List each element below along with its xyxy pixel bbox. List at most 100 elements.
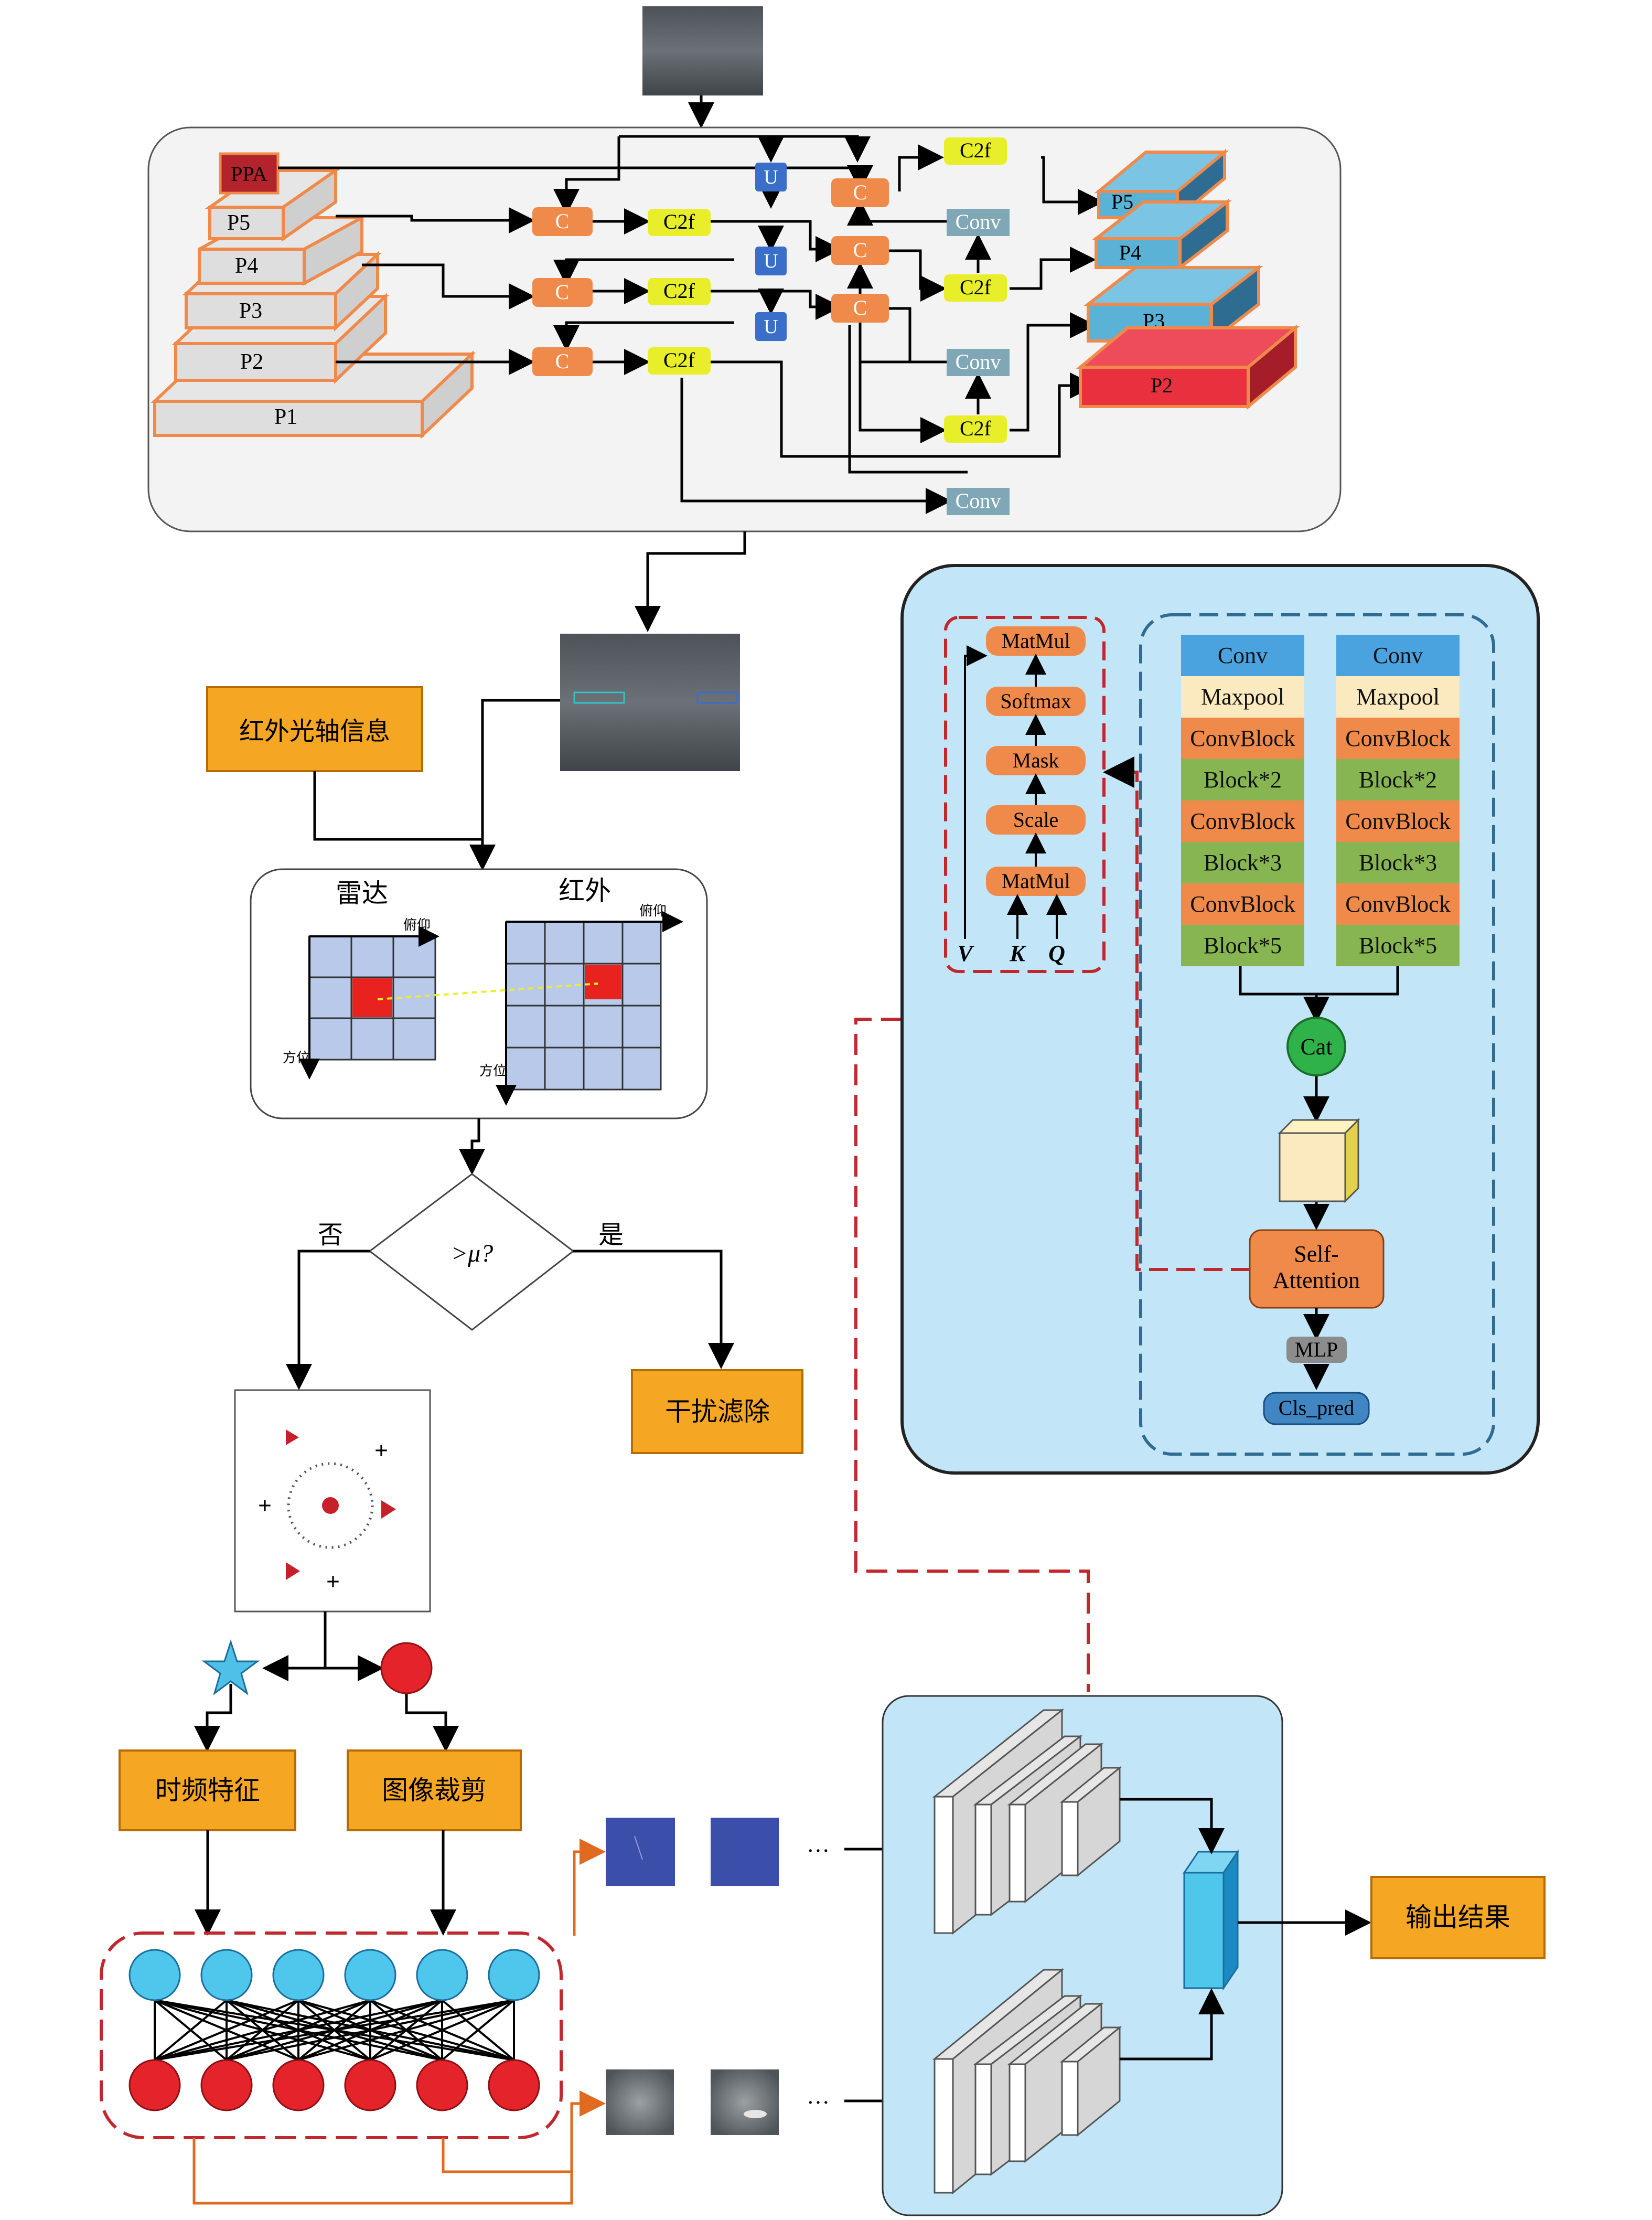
branch-layer-label: Block*2 (1204, 767, 1282, 793)
interference-label: 干扰滤除 (665, 1396, 770, 1427)
nn-connection (298, 1999, 514, 2061)
upsample-label: U (764, 166, 778, 188)
branch-layer-label: Block*3 (1359, 850, 1437, 876)
infrared-grid (496, 911, 683, 1106)
branch-layer (1336, 842, 1460, 883)
cat-merge (1239, 966, 1399, 1230)
attention-input-label: Q (1048, 941, 1065, 966)
concat-label: C (853, 180, 867, 204)
concat-label: C (555, 209, 570, 233)
branch-layer (1336, 925, 1460, 966)
self-attention-label-1: Self- (1294, 1241, 1339, 1267)
branch-layer-label: Conv (1373, 643, 1423, 668)
attention-op-label: MatMul (1001, 629, 1070, 653)
backbone-connections (278, 135, 1104, 514)
decision-branches (286, 1250, 734, 1390)
c2f-label: C2f (960, 275, 992, 299)
decision-no-label: 否 (318, 1220, 343, 1250)
cnn-branch-top (932, 1708, 1122, 1935)
branch-layer-label: ConvBlock (1190, 808, 1295, 834)
attention-op-block (986, 626, 1086, 656)
fully-connected-network (128, 1949, 540, 2111)
branch-layer (1181, 883, 1304, 925)
nn-connection (154, 1999, 299, 2061)
input-neuron (488, 1949, 540, 2001)
orange-routing (192, 1839, 606, 2205)
branch-layer (1181, 635, 1304, 676)
svg-text:+: + (326, 1568, 340, 1595)
branch-layer (1181, 718, 1304, 759)
branch-layer-label: Block*5 (1204, 933, 1282, 958)
value-path (964, 645, 988, 939)
branch-layer (1336, 635, 1460, 676)
output-label-p4: P4 (1119, 241, 1141, 264)
cat-node (1286, 1017, 1346, 1076)
output-neuron (272, 2059, 325, 2111)
decision-diamond (368, 1173, 575, 1331)
detection-image (560, 634, 740, 771)
attention-op-block (986, 805, 1086, 835)
fusion-link (377, 983, 598, 1000)
pyramid-label-p3: P3 (239, 299, 262, 323)
crop-label: 图像裁剪 (382, 1775, 487, 1806)
panel-output-arrow (635, 531, 746, 632)
branch-layer (1181, 801, 1304, 842)
decision-yes-label: 是 (598, 1220, 624, 1250)
svg-text:+: + (258, 1492, 272, 1519)
nn-connection (226, 1999, 514, 2061)
backbone-branches-dashed-box (1139, 613, 1495, 1456)
network-dashed-box (100, 1931, 563, 2139)
upsample-label: U (764, 250, 778, 272)
output-result-label: 输出结果 (1406, 1902, 1510, 1933)
input-image (642, 6, 763, 95)
clustering-image: + + + (234, 1389, 431, 1613)
branch-layer-label: Block*3 (1204, 850, 1282, 876)
fusion-bar (1183, 1849, 1239, 1991)
radar-grid (299, 926, 439, 1080)
input-neuron (416, 1949, 468, 2001)
c2f-label: C2f (960, 138, 992, 162)
pyramid-label-p2: P2 (240, 350, 263, 374)
branch-layer-label: ConvBlock (1190, 725, 1295, 751)
branch-layer (1336, 883, 1460, 925)
branch-layer-label: ConvBlock (1345, 725, 1450, 751)
c2f-label: C2f (960, 417, 992, 440)
token-cube (1278, 1118, 1360, 1203)
cls-pred-label: Cls_pred (1279, 1396, 1354, 1419)
concat-label: C (555, 349, 570, 373)
conv-label: Conv (956, 489, 1001, 513)
pyramid-label-p5: P5 (227, 211, 250, 235)
target-circle-icon (380, 1642, 433, 1694)
branch-layer (1181, 759, 1304, 801)
pyramid-label-p1: P1 (274, 405, 297, 429)
radar-pitch-label: 俯仰 (403, 917, 431, 933)
ir-info-label: 红外光轴信息 (239, 717, 390, 746)
branch-layer-label: ConvBlock (1345, 808, 1450, 834)
attention-dashed-box (944, 616, 1106, 973)
dual-branch-stacks: ConvMaxpoolConvBlockBlock*2ConvBlockBloc… (1181, 635, 1460, 966)
concat-label: C (555, 280, 570, 304)
nn-connection (154, 1999, 228, 2061)
output-label-p2: P2 (1151, 373, 1173, 397)
nn-connection (154, 1999, 443, 2061)
attention-op-label: Mask (1013, 749, 1059, 772)
attention-op-block (986, 867, 1086, 896)
radar-azimuth-label: 方位 (283, 1050, 310, 1066)
concat-label: C (853, 296, 867, 319)
ellipsis-top: … (807, 1831, 830, 1857)
nn-connection (370, 1999, 514, 2061)
c2f-label: C2f (663, 210, 695, 233)
output-result-box (1370, 1876, 1546, 1959)
branch-layer (1336, 759, 1460, 801)
branch-layer-label: Maxpool (1201, 684, 1284, 710)
cls-pred-block (1263, 1392, 1370, 1425)
attention-link-dashed (1103, 756, 1250, 1271)
infrared-azimuth-label: 方位 (479, 1063, 507, 1079)
c2f-label: C2f (663, 348, 695, 372)
nn-connection (154, 1999, 371, 2061)
ppa-block (219, 152, 280, 195)
panel-link-dashed (854, 1018, 1090, 1692)
fusion-arrows (1120, 1798, 1371, 2061)
ellipsis-bottom: … (807, 2083, 830, 2109)
